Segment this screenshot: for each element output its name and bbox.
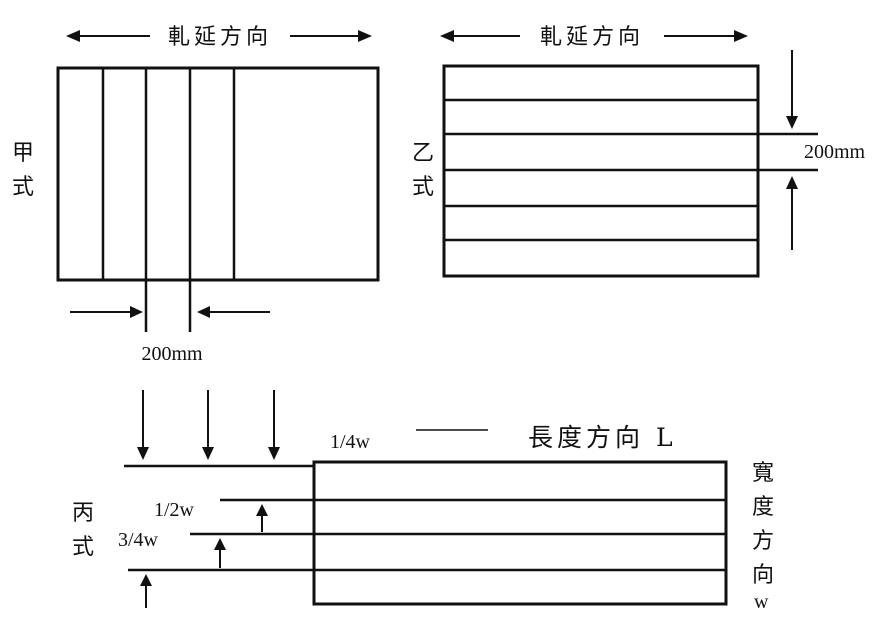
side-arrows-c xyxy=(140,504,268,608)
style-label-a-char2: 式 xyxy=(12,175,34,200)
width-direction-char3: 方 xyxy=(752,529,774,554)
rolling-direction-label-a: 軋延方向 xyxy=(168,25,272,50)
half-width-label: 1/2w xyxy=(154,499,195,521)
panel-c: 1/4w 長度方向 L 1/2w 3/4w 丙 式 寬 度 方 向 w xyxy=(72,390,774,613)
width-direction-char1: 寬 xyxy=(752,461,774,486)
rolling-direction-label-b: 軋延方向 xyxy=(540,25,644,50)
gap-label-a: 200mm xyxy=(141,343,203,365)
style-label-c-char1: 丙 xyxy=(72,501,94,526)
three-quarter-width-label: 3/4w xyxy=(118,529,159,551)
panel-a: 軋延方向 甲 式 200mm xyxy=(12,25,380,365)
style-label-a-char1: 甲 xyxy=(12,141,34,166)
style-label-c-char2: 式 xyxy=(72,535,94,560)
width-direction-char5: w xyxy=(754,591,769,613)
top-arrows-c xyxy=(137,390,280,460)
style-label-b-char2: 式 xyxy=(412,175,434,200)
panel-b: 軋延方向 乙 式 200mm xyxy=(412,25,866,278)
rolling-direction-arrow-b xyxy=(440,30,748,42)
rolling-direction-arrow-a xyxy=(66,30,372,42)
width-direction-char4: 向 xyxy=(752,563,774,588)
gap-label-b: 200mm xyxy=(804,141,866,163)
dimension-arrows-b xyxy=(786,50,798,250)
plate-a xyxy=(56,66,380,282)
style-label-b-char1: 乙 xyxy=(412,141,434,166)
quarter-width-label: 1/4w xyxy=(330,431,371,453)
length-direction-label: 長度方向 L xyxy=(528,423,677,452)
width-direction-char2: 度 xyxy=(752,495,774,520)
dimension-arrows-a xyxy=(70,306,270,318)
